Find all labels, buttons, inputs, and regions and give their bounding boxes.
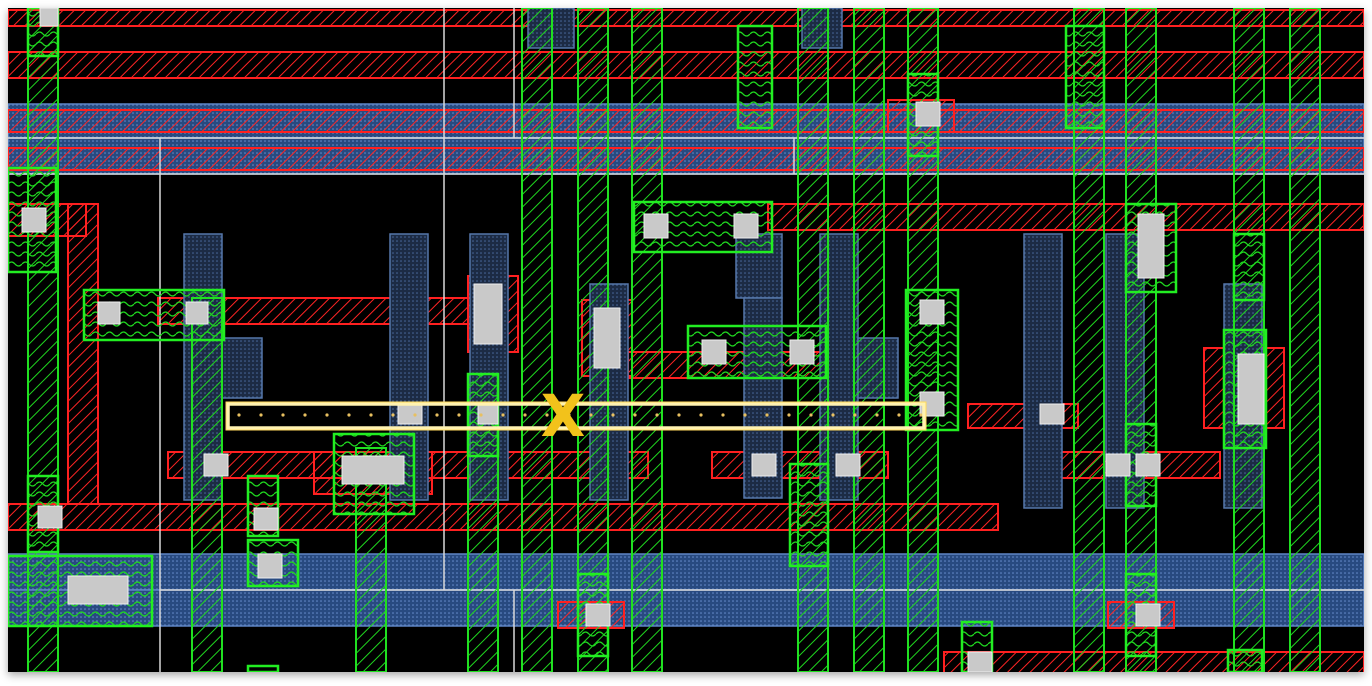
highlighted-wire[interactable] [225,401,927,431]
layout-viewport[interactable]: X [8,8,1364,672]
layout-canvas[interactable] [8,8,1364,672]
